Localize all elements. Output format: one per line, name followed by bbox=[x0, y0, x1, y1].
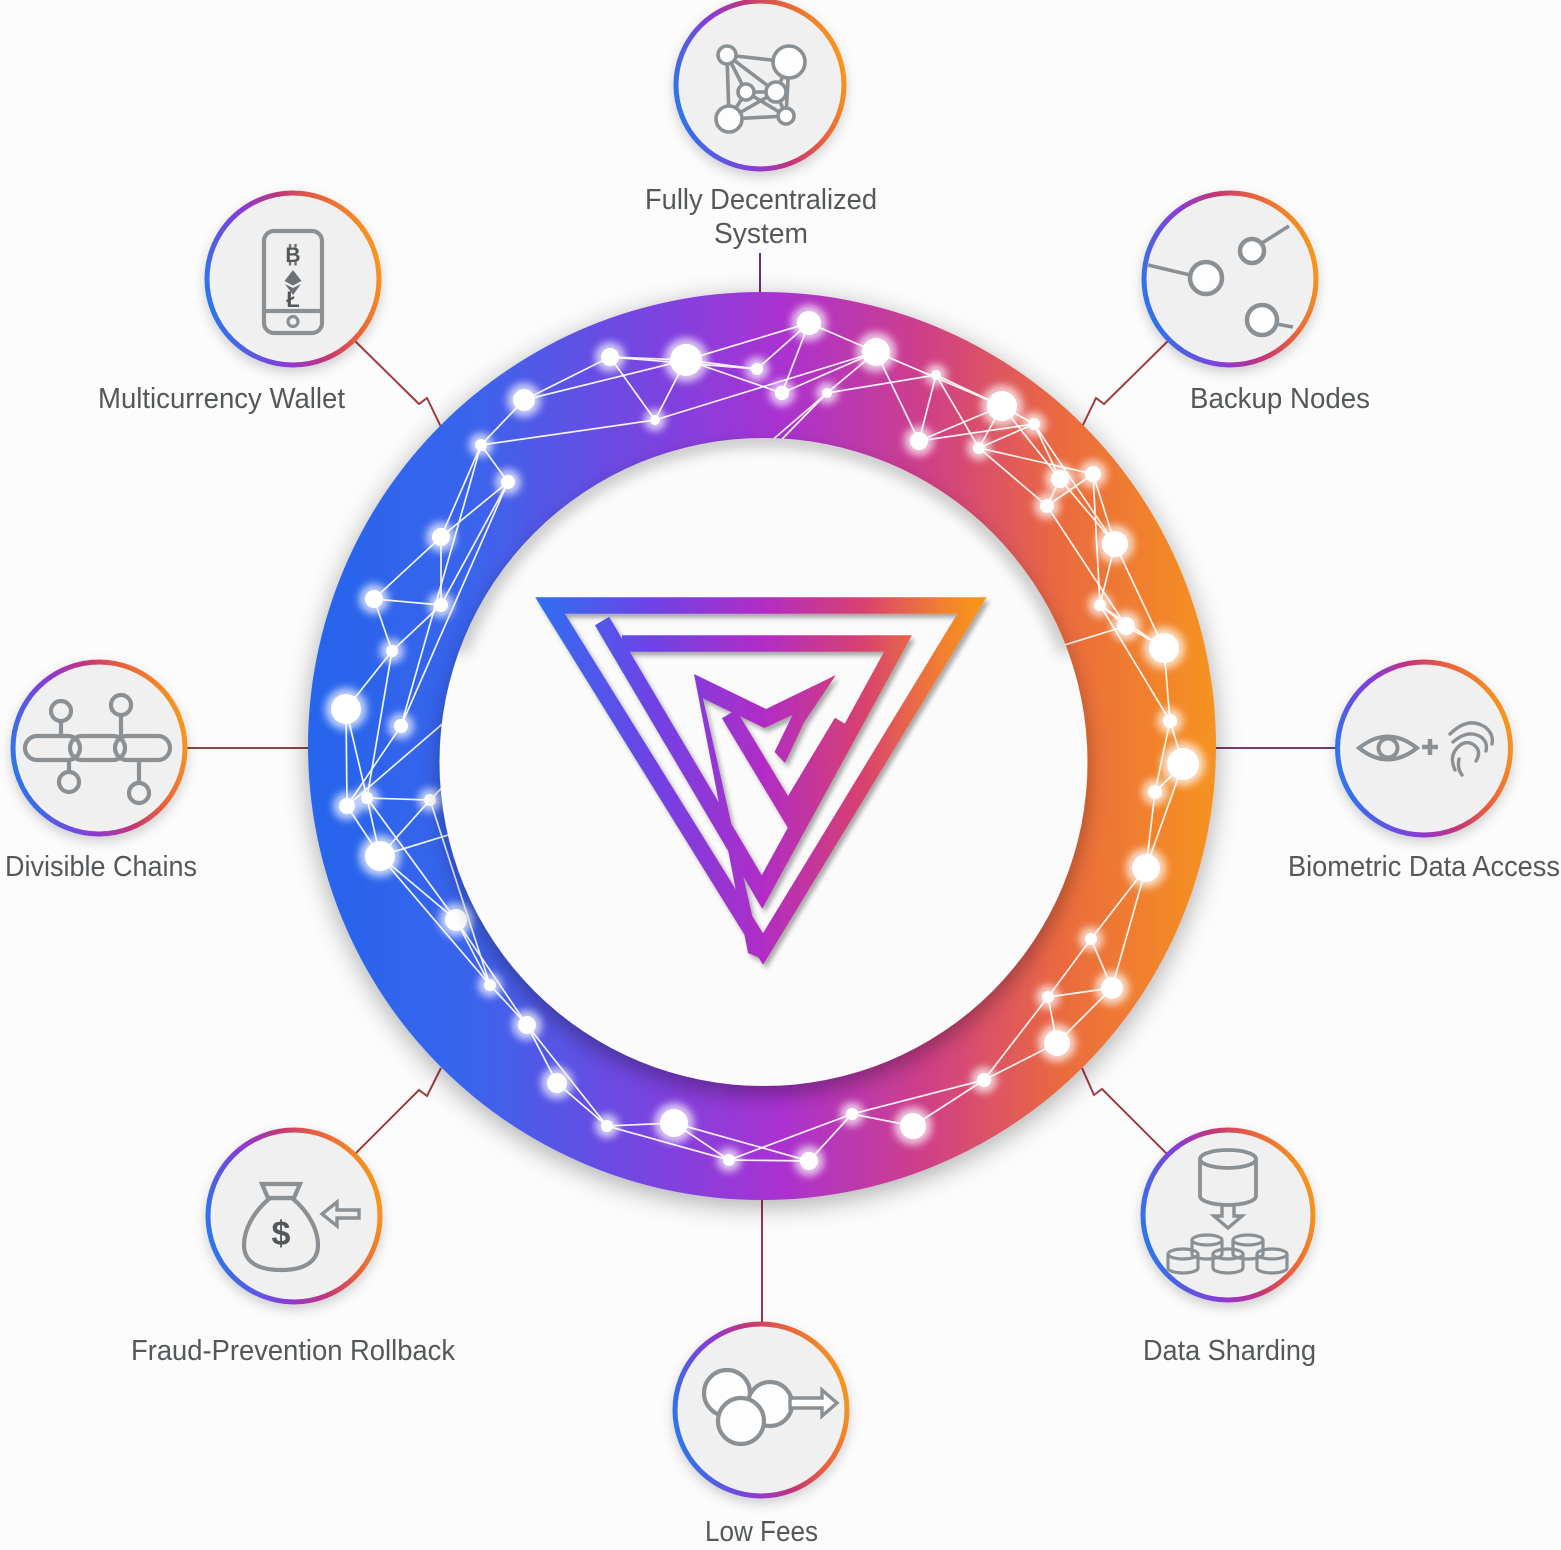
svg-text:Biometric Data Access: Biometric Data Access bbox=[1288, 851, 1560, 883]
svg-text:$: $ bbox=[272, 1215, 291, 1253]
svg-text:System: System bbox=[714, 218, 808, 250]
svg-text:Fully Decentralized: Fully Decentralized bbox=[645, 184, 877, 216]
svg-text:Data Sharding: Data Sharding bbox=[1143, 1335, 1316, 1367]
svg-text:B: B bbox=[285, 244, 300, 267]
svg-text:Multicurrency Wallet: Multicurrency Wallet bbox=[98, 383, 345, 415]
svg-text:Divisible Chains: Divisible Chains bbox=[5, 851, 197, 883]
svg-text:Ł: Ł bbox=[286, 287, 299, 312]
svg-text:Fraud-Prevention Rollback: Fraud-Prevention Rollback bbox=[131, 1335, 455, 1367]
svg-text:Low Fees: Low Fees bbox=[705, 1516, 818, 1548]
svg-text:Backup Nodes: Backup Nodes bbox=[1190, 383, 1370, 415]
